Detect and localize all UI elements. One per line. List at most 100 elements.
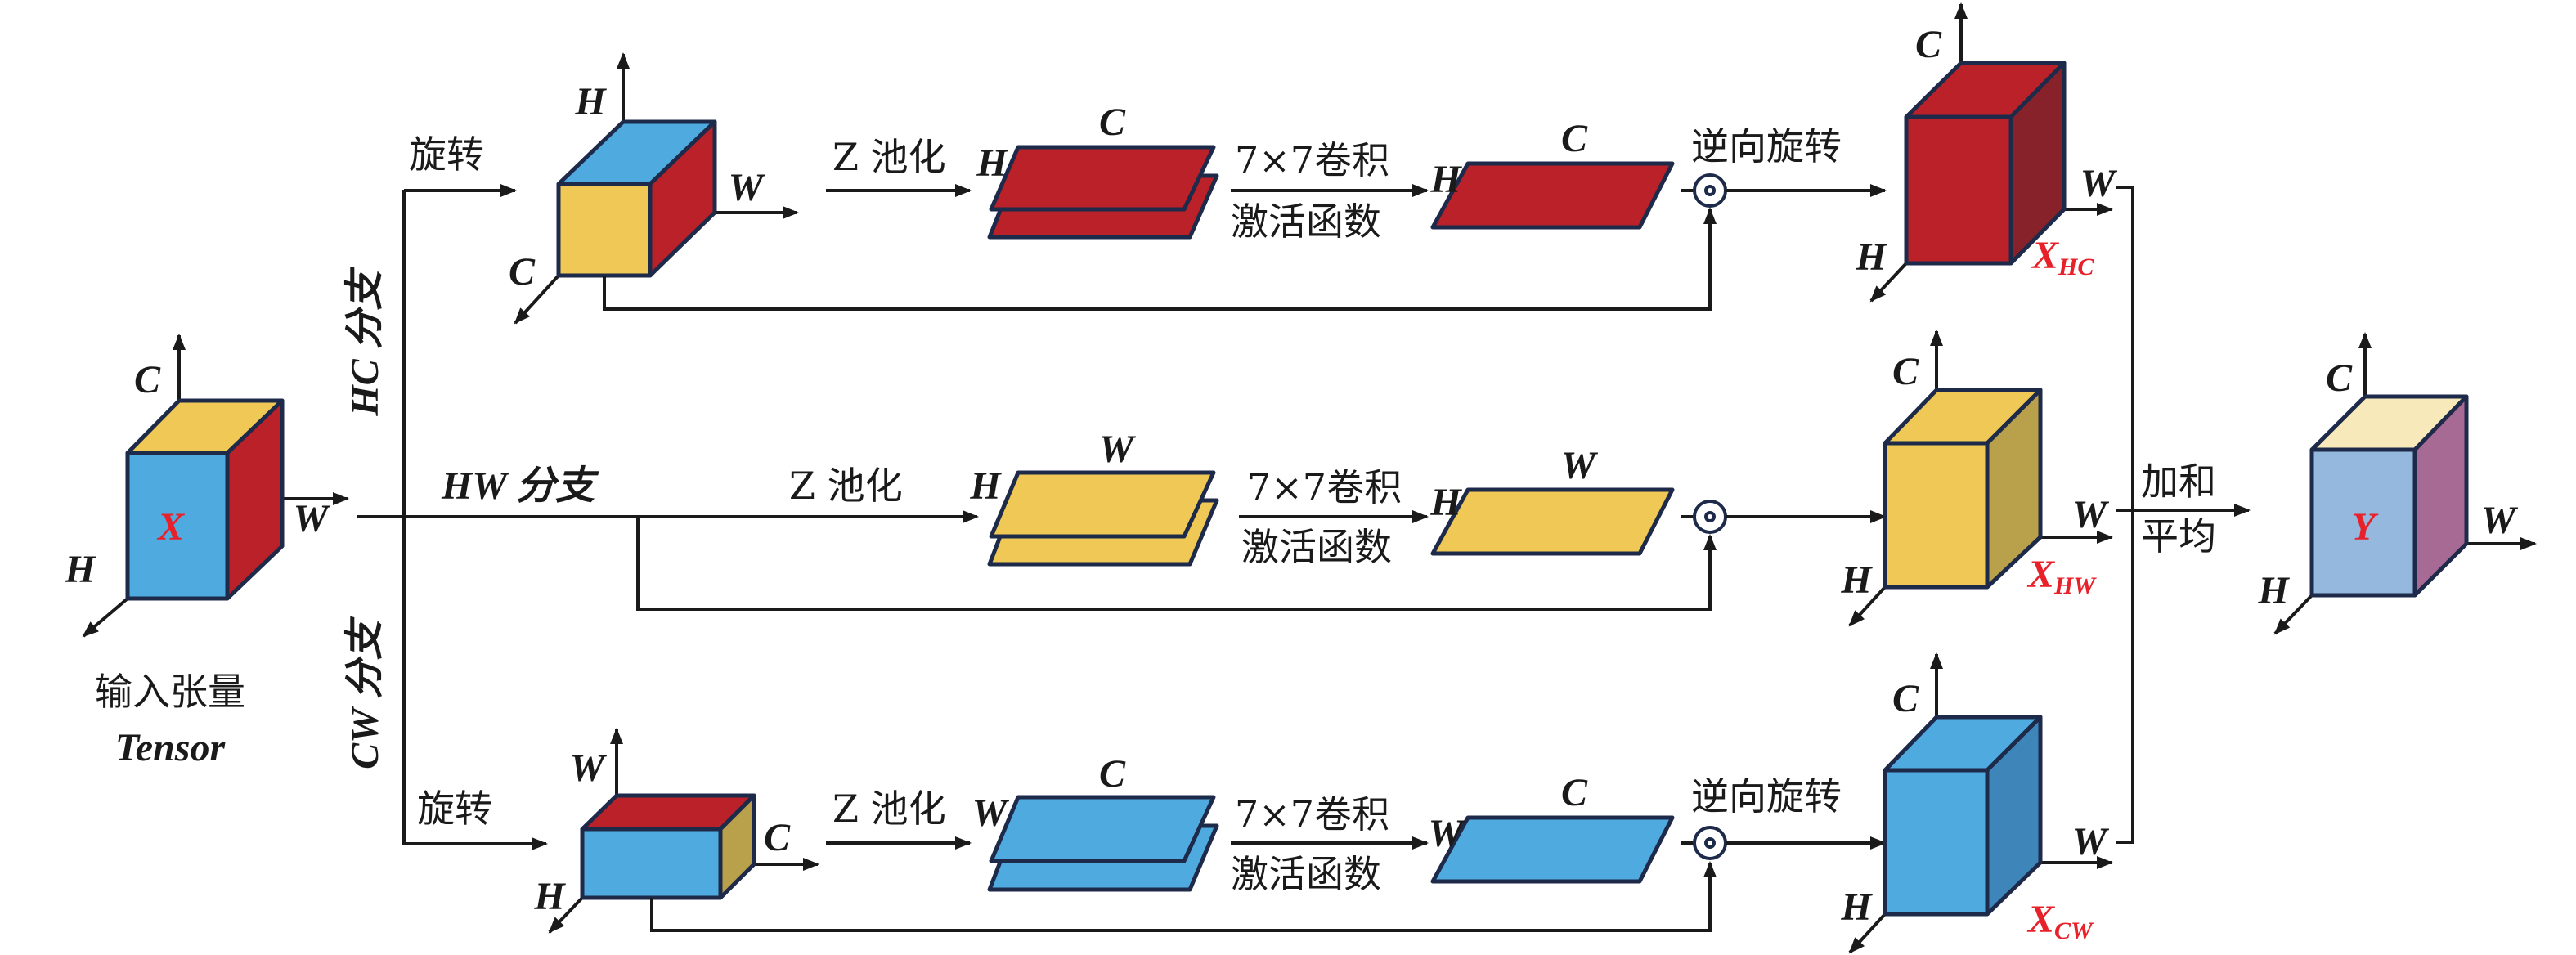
hc-attn-c-label: C: [1561, 117, 1588, 160]
hc-axis-w-label: W: [729, 166, 766, 209]
hw-output-x: X: [2026, 553, 2055, 596]
hc-out-axis-h-label: H: [1855, 235, 1887, 279]
cw-pool-w-label: W: [972, 791, 1010, 835]
hc-skip-connection: [603, 208, 1717, 311]
input-tensor: X C W H 输入张量 Tensor: [64, 334, 349, 769]
hw-out-axis-w-label: W: [2072, 493, 2110, 536]
cw-pool-label: Z 池化: [832, 787, 946, 831]
axis-h-arrow: [82, 597, 129, 638]
out-cube-front-face: [2309, 447, 2417, 598]
tensor-y-label: Y: [2351, 505, 2378, 549]
cw-conv-label-2: 激活函数: [1231, 852, 1381, 896]
out-axis-h-label: H: [2257, 569, 2290, 612]
cw-attn-w-label: W: [1429, 812, 1466, 855]
cw-rotate-label: 旋转: [417, 787, 492, 831]
cube-front-face: [125, 451, 230, 601]
hw-conv-label-2: 激活函数: [1241, 525, 1392, 569]
hw-out-axis-h-arrow: [1848, 585, 1887, 627]
cw-attn-c-label: C: [1561, 771, 1588, 814]
hc-conv-label-1: 7×7卷积: [1235, 138, 1389, 182]
tensor-x-label: X: [156, 505, 185, 549]
hc-axis-c-label: C: [509, 250, 536, 294]
cw-axis-h-label: H: [533, 875, 566, 918]
input-caption-cn: 输入张量: [95, 670, 245, 714]
hc-multiply-odot-dot: [1704, 185, 1716, 196]
aggregation: 加和 平均: [2116, 186, 2251, 844]
cw-skip-connection: [650, 861, 1717, 932]
hc-rotate-label: 旋转: [409, 132, 484, 177]
cw-pool-plane-front: [989, 795, 1216, 863]
hc-axis-c-arrow: [514, 274, 560, 325]
hc-pool-h-label: H: [976, 141, 1008, 185]
cw-output-subscript: CW: [2054, 917, 2094, 944]
axis-c-label: C: [134, 358, 161, 401]
hw-branch: Z 池化 W H 7×7卷积 激活函数 W H C W H XHW: [636, 330, 2113, 627]
hc-cube-front-face: [556, 182, 653, 278]
hc-output-x: X: [2031, 234, 2059, 277]
cw-axis-w-label: W: [570, 747, 608, 790]
hc-out-axis-c-label: C: [1915, 23, 1942, 66]
cw-conv-label-1: 7×7卷积: [1235, 792, 1389, 836]
hc-attention-plane: [1430, 161, 1675, 230]
cw-output-symbol: XCW: [2026, 898, 2094, 944]
cw-out-cube-front-face: [1883, 768, 1990, 917]
cw-axis-h-arrow: [548, 896, 584, 934]
cw-cube-front-face: [580, 827, 723, 900]
cw-axis-c-label: C: [764, 816, 791, 859]
hw-attn-w-label: W: [1561, 444, 1599, 487]
input-caption-en: Tensor: [115, 726, 227, 769]
output-tensor: Y C W H: [2257, 332, 2537, 635]
axis-h-label: H: [64, 548, 96, 591]
hc-pool-c-label: C: [1099, 101, 1126, 144]
hw-branch-label-text: HW 分支: [441, 464, 599, 508]
hw-conv-label-1: 7×7卷积: [1247, 465, 1402, 509]
cw-out-axis-h-label: H: [1840, 886, 1873, 929]
hw-attention-plane: [1430, 487, 1675, 556]
cw-pool-c-label: C: [1099, 752, 1126, 796]
hc-attn-h-label: H: [1429, 158, 1462, 201]
hw-multiply-odot-dot: [1704, 511, 1716, 522]
cw-branch: 旋转 W C H Z 池化 C W 7×7卷积 激活函数 C W 逆向旋转 C: [417, 652, 2113, 954]
cw-branch-label: CW 分支: [343, 616, 387, 769]
cw-inverse-label: 逆向旋转: [1691, 774, 1842, 818]
hc-branch: 旋转 H W C Z 池化 C H 7×7卷积 激活函数 C H 逆向旋转: [409, 2, 2118, 325]
cw-multiply-odot-dot: [1704, 837, 1716, 849]
hw-out-cube-front-face: [1883, 441, 1990, 590]
hc-output-symbol: XHC: [2031, 234, 2094, 280]
hc-conv-label-2: 激活函数: [1231, 200, 1381, 244]
cw-attention-plane: [1430, 815, 1675, 884]
hc-branch-label-text: HC 分支: [343, 266, 387, 416]
hc-output-subscript: HC: [2058, 253, 2094, 280]
cw-out-axis-h-arrow: [1848, 912, 1887, 954]
out-axis-h-arrow: [2273, 594, 2313, 635]
hc-axis-h-label: H: [574, 80, 607, 123]
hw-attn-h-label: H: [1429, 481, 1462, 524]
aggregate-label-sum: 加和: [2141, 460, 2216, 504]
axis-w-label: W: [294, 497, 331, 540]
hc-pool-plane-front: [989, 145, 1216, 212]
out-axis-w-label: W: [2481, 499, 2519, 542]
hw-skip-connection: [636, 517, 1717, 611]
cw-out-axis-c-label: C: [1892, 677, 1919, 720]
collector-bracket: [2116, 186, 2134, 844]
hc-out-axis-h-arrow: [1869, 262, 1908, 303]
out-axis-c-label: C: [2326, 356, 2353, 400]
hw-output-symbol: XHW: [2026, 553, 2097, 599]
cw-branch-label-text: CW 分支: [343, 616, 387, 769]
cw-output-x: X: [2026, 898, 2055, 941]
hw-out-axis-c-label: C: [1892, 350, 1919, 393]
hw-out-axis-h-label: H: [1840, 558, 1873, 602]
hw-branch-label: HW 分支: [441, 464, 599, 508]
hw-pool-w-label: W: [1099, 428, 1137, 471]
hc-pool-label: Z 池化: [832, 135, 946, 179]
aggregate-label-avg: 平均: [2141, 514, 2216, 558]
hw-pool-plane-front: [989, 470, 1216, 539]
hw-pool-h-label: H: [969, 464, 1002, 508]
hc-out-axis-w-label: W: [2080, 162, 2118, 205]
hc-out-cube-front-face: [1904, 114, 2013, 266]
hw-output-subscript: HW: [2053, 572, 2097, 599]
hc-inverse-label: 逆向旋转: [1691, 124, 1842, 168]
cw-out-axis-w-label: W: [2072, 820, 2110, 863]
branch-splitter: HC 分支 CW 分支 HW 分支: [343, 184, 979, 850]
